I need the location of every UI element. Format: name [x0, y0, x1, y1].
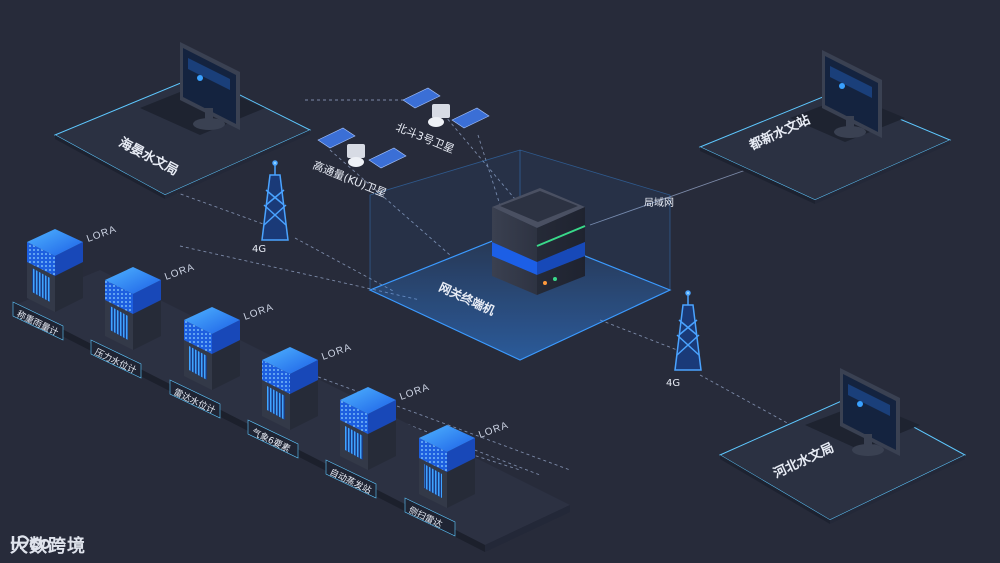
satellite-icon [402, 87, 490, 129]
lora-link-label: LORA [85, 224, 118, 245]
device-body-right [368, 420, 396, 470]
lora-link-label: LORA [320, 342, 353, 363]
device-top-left [262, 360, 290, 394]
device-label-plate [12, 301, 64, 341]
device-top-right [212, 320, 240, 354]
device-top-right [447, 438, 475, 472]
device-top-face [419, 425, 475, 452]
cell-tower-icon [261, 160, 289, 241]
device-body-right [290, 380, 318, 430]
monitor-icon [840, 368, 900, 456]
device-vents [110, 306, 128, 340]
gateway-server-icon [492, 188, 586, 295]
device-top-left [419, 438, 447, 472]
device-label-plate [247, 419, 299, 459]
monitor-icon [822, 50, 882, 138]
lora-link-label: LORA [242, 302, 275, 323]
brand-logo: 大数跨境 [10, 532, 86, 558]
device-top-right [290, 360, 318, 394]
device-top-left [184, 320, 212, 354]
lora-link-label: LORA [398, 382, 431, 403]
brand-logo-icon [11, 535, 50, 551]
device-top-face [105, 267, 161, 294]
device-body-right [212, 340, 240, 390]
device-group: 称重雨量计LORA压力水位计LORA雷达水位计LORA气象6要素LORA自动蒸发… [12, 224, 510, 537]
device-label-plate [404, 497, 456, 537]
device-body-right [55, 262, 83, 312]
device-vents [345, 426, 363, 460]
tower-left-label: 4G [252, 244, 266, 255]
device-top-face [340, 387, 396, 414]
lora-link-label: LORA [163, 262, 196, 283]
device-label-plate [169, 379, 221, 419]
device-top-left [27, 242, 55, 276]
device-top-right [133, 280, 161, 314]
device-top-right [55, 242, 83, 276]
device-vents [32, 268, 50, 302]
device-top-right [368, 400, 396, 434]
satellite-label-beidou: 北斗3号卫星 [394, 121, 456, 156]
satellite-icon [317, 127, 407, 169]
lan-label: 局域网 [644, 196, 674, 209]
device-body-right [447, 458, 475, 508]
device-top-left [105, 280, 133, 314]
device-body-right [133, 300, 161, 350]
device-vents [424, 464, 442, 498]
lan-line [589, 164, 761, 226]
device-label-plate [325, 459, 377, 499]
lora-link-label: LORA [477, 420, 510, 441]
cell-tower-icon [674, 290, 702, 371]
device-label-plate [90, 339, 142, 379]
tower-right-label: 4G [666, 378, 680, 389]
device-top-face [262, 347, 318, 374]
device-top-left [340, 400, 368, 434]
device-top-face [184, 307, 240, 334]
device-vents [189, 346, 207, 380]
monitor-icon [180, 42, 240, 130]
device-vents [267, 386, 285, 420]
device-top-face [27, 229, 83, 256]
